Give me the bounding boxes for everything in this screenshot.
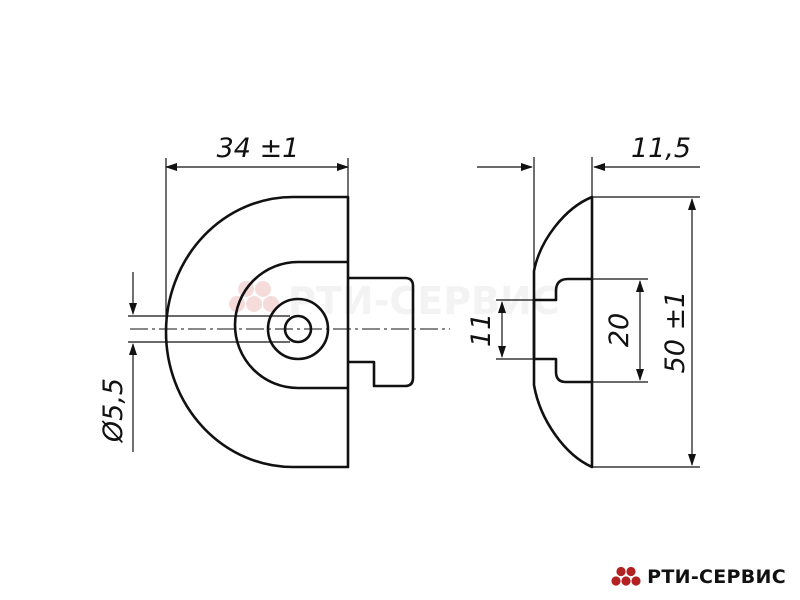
dimension-hole-diameter <box>128 272 290 452</box>
front-view-inner-pocket <box>233 260 348 390</box>
side-view-outline <box>532 195 594 469</box>
brand-name: РТИ-СЕРВИС <box>647 566 786 588</box>
dimension-height-label: 50 ±1 <box>660 291 691 374</box>
front-view-mounting-tab <box>348 276 415 388</box>
watermark: РТИ-СЕРВИС <box>229 279 560 323</box>
front-view <box>164 195 415 469</box>
front-view-outline <box>164 195 350 469</box>
brand-hexagon-icon <box>611 566 641 586</box>
dimension-hole-diameter-label: Ø5,5 <box>98 378 129 443</box>
dimension-thickness <box>477 157 700 271</box>
dimension-slot-width <box>496 299 534 360</box>
dimension-inner-height <box>592 278 648 383</box>
side-view <box>532 195 594 469</box>
brand-logo[interactable]: РТИ-СЕРВИС <box>611 566 786 588</box>
watermark-text: РТИ-СЕРВИС <box>288 279 560 323</box>
dimension-width <box>165 158 349 318</box>
dimension-width-label: 34 ±1 <box>217 133 300 164</box>
side-view-slot <box>532 277 592 384</box>
dimension-slot-width-label: 11 <box>466 313 497 347</box>
dimension-inner-height-label: 20 <box>604 313 635 347</box>
dimension-thickness-label: 11,5 <box>631 133 691 164</box>
dimension-height <box>592 196 700 468</box>
